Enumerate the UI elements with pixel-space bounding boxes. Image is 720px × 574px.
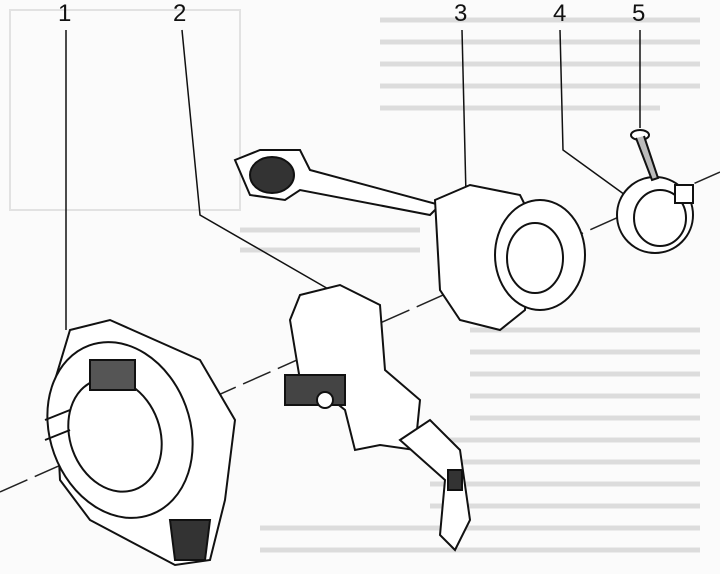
part-4-retaining-ring: [616, 176, 694, 254]
callout-4: 4: [553, 0, 567, 27]
leader-lines: [65, 29, 641, 330]
callout-2: 2: [173, 0, 187, 27]
callout-3: 3: [454, 0, 468, 27]
part-5-screw: [630, 129, 660, 182]
part-2-combination-switch: [284, 283, 472, 552]
bleed-through-text: [9, 9, 700, 553]
callout-1: 1: [58, 0, 72, 27]
part-1-clock-spring: [44, 318, 237, 567]
callout-5: 5: [632, 0, 646, 27]
part-3-turn-signal-switch: [233, 149, 586, 332]
